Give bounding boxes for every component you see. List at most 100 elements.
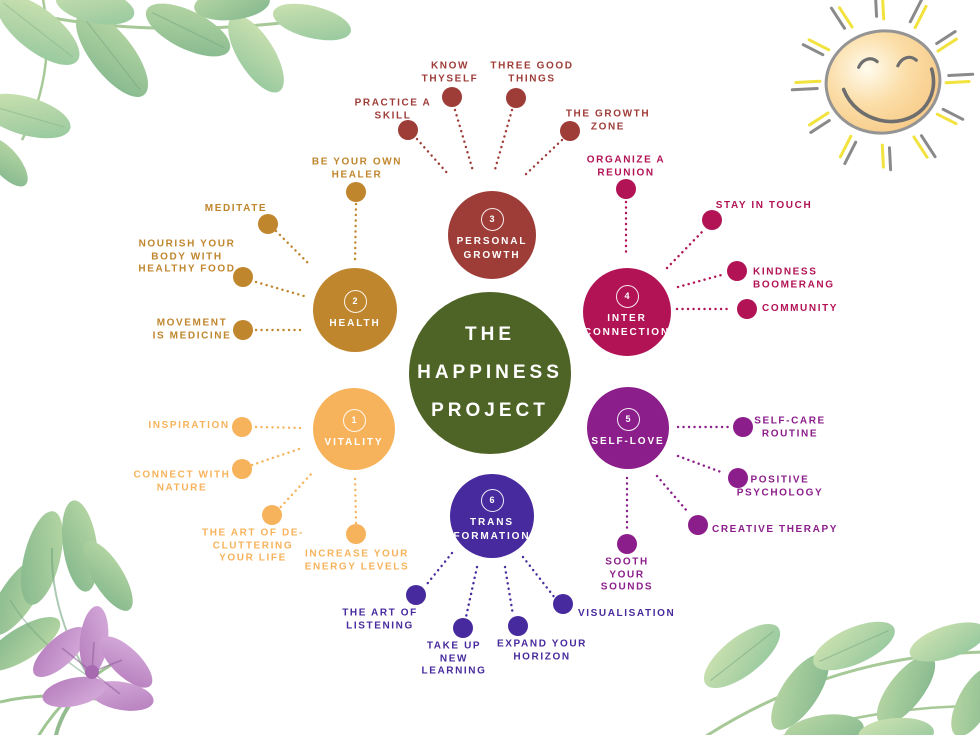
subtopic-label-the-growth-zone: THE GROWTH ZONE xyxy=(565,108,651,133)
sun-icon xyxy=(790,0,975,172)
watercolor-leaves-top-left-decoration xyxy=(0,0,352,187)
subtopic-dot-sooth-your-sounds xyxy=(617,534,637,554)
subtopic-dot-be-your-own-healer xyxy=(346,182,366,202)
sun-rays xyxy=(790,0,975,172)
connector-line xyxy=(353,202,358,265)
connector-line xyxy=(521,555,557,600)
connector-line xyxy=(676,454,723,474)
branch-circle-transformation: 6 TRANS FORMATION xyxy=(450,474,534,558)
subtopic-dot-know-thyself xyxy=(442,87,462,107)
subtopic-label-nourish-your-body: NOURISH YOUR BODY WITH HEALTHY FOOD xyxy=(138,238,236,275)
subtopic-label-stay-in-touch: STAY IN TOUCH xyxy=(715,199,813,211)
branch-number-badge: 4 xyxy=(615,284,639,308)
branch-circle-self-love: 5 SELF-LOVE xyxy=(587,387,669,469)
branch-number-badge: 3 xyxy=(480,207,504,231)
subtopic-label-organize-a-reunion: ORGANIZE A REUNION xyxy=(586,154,666,179)
subtopic-dot-visualisation xyxy=(553,594,573,614)
subtopic-dot-inspiration xyxy=(232,417,252,437)
connector-line xyxy=(254,425,306,430)
subtopic-label-know-thyself: KNOW THYSELF xyxy=(421,60,479,85)
subtopic-dot-self-care-routine xyxy=(733,417,753,437)
subtopic-dot-nourish-your-body xyxy=(233,267,253,287)
branch-label-self-love: SELF-LOVE xyxy=(591,435,665,447)
connector-line xyxy=(250,446,304,467)
subtopic-label-energy-levels: INCREASE YOUR ENERGY LEVELS xyxy=(304,548,410,573)
subtopic-label-kindness-boomerang: KINDNESS BOOMERANG xyxy=(753,266,835,291)
connector-line xyxy=(275,471,314,513)
subtopic-dot-community xyxy=(737,299,757,319)
subtopic-dot-organize-a-reunion xyxy=(616,179,636,199)
branch-circle-personal-growth: 3 PERSONAL GROWTH xyxy=(448,191,536,279)
subtopic-label-connect-with-nature: CONNECT WITH NATURE xyxy=(133,469,231,494)
branch-number-badge: 2 xyxy=(343,289,367,313)
connector-line xyxy=(464,565,479,619)
subtopic-dot-take-up-new-learning xyxy=(453,618,473,638)
branch-label-interconnection: INTER CONNECTION xyxy=(583,312,671,338)
branch-label-health: HEALTH xyxy=(329,317,381,329)
connector-line xyxy=(665,230,704,270)
subtopic-dot-connect-with-nature xyxy=(232,459,252,479)
subtopic-label-expand-your-horizon: EXPAND YOUR HORIZON xyxy=(496,638,588,663)
subtopic-dot-positive-psychology xyxy=(728,468,748,488)
connector-lines-transformation xyxy=(425,551,557,619)
sun-smile xyxy=(841,67,936,124)
connector-line xyxy=(655,474,689,513)
connector-lines-personal-growth xyxy=(415,108,564,178)
subtopic-dot-decluttering xyxy=(262,505,282,525)
subtopic-dot-the-growth-zone xyxy=(560,121,580,141)
subtopic-dot-energy-levels xyxy=(346,524,366,544)
subtopic-label-community: COMMUNITY xyxy=(762,302,839,314)
branch-circle-interconnection: 4 INTER CONNECTION xyxy=(583,268,671,356)
subtopic-label-positive-psychology: POSITIVE PSYCHOLOGY xyxy=(736,474,824,499)
subtopic-label-meditate: MEDITATE xyxy=(204,202,268,214)
connector-line xyxy=(274,229,312,267)
subtopic-dot-meditate xyxy=(258,214,278,234)
branch-label-vitality: VITALITY xyxy=(324,436,384,448)
subtopic-label-self-care-routine: SELF-CARE ROUTINE xyxy=(754,415,826,440)
branch-circle-vitality: 1 VITALITY xyxy=(313,388,395,470)
subtopic-label-be-your-own-healer: BE YOUR OWN HEALER xyxy=(311,156,403,181)
connector-line xyxy=(425,551,454,586)
subtopic-dot-three-good-things xyxy=(506,88,526,108)
watercolor-leaves-bottom-right-decoration xyxy=(703,621,980,735)
connector-line xyxy=(676,272,727,289)
subtopic-dot-expand-your-horizon xyxy=(508,616,528,636)
connector-lines-health xyxy=(254,202,358,332)
connector-lines-self-love xyxy=(625,425,730,531)
subtopic-label-three-good-things: THREE GOOD THINGS xyxy=(490,60,574,85)
connector-line xyxy=(522,138,564,178)
branch-number-badge: 5 xyxy=(616,407,640,431)
sun-left-eye xyxy=(857,57,879,69)
subtopic-dot-the-art-of-listening xyxy=(406,585,426,605)
branch-circle-health: 2 HEALTH xyxy=(313,268,397,352)
branch-label-personal-growth: PERSONAL GROWTH xyxy=(456,235,528,261)
connector-line xyxy=(353,473,358,525)
branch-label-transformation: TRANS FORMATION xyxy=(453,516,531,542)
subtopic-label-practice-a-skill: PRACTICE A SKILL xyxy=(354,97,432,122)
connector-lines-interconnection xyxy=(624,200,734,311)
subtopic-dot-creative-therapy xyxy=(688,515,708,535)
subtopic-label-movement-is-medicine: MOVEMENT IS MEDICINE xyxy=(152,317,232,342)
subtopic-label-creative-therapy: CREATIVE THERAPY xyxy=(712,523,838,535)
connector-line xyxy=(503,565,515,617)
connector-line xyxy=(254,280,306,298)
subtopic-dot-stay-in-touch xyxy=(702,210,722,230)
subtopic-dot-movement-is-medicine xyxy=(233,320,253,340)
subtopic-label-sooth-your-sounds: SOOTH YOUR SOUNDS xyxy=(600,556,654,593)
sun-right-eye xyxy=(896,55,918,68)
branch-number-badge: 6 xyxy=(480,488,504,512)
central-topic-circle: THE HAPPINESS PROJECT xyxy=(409,292,571,454)
central-topic-title: THE HAPPINESS PROJECT xyxy=(417,324,563,421)
connector-lines-vitality xyxy=(250,425,358,525)
subtopic-label-inspiration: INSPIRATION xyxy=(148,419,230,431)
branch-number-badge: 1 xyxy=(342,408,366,432)
connector-line xyxy=(415,137,450,176)
monstera-leaf-and-flower-decoration xyxy=(0,500,154,735)
subtopic-label-the-art-of-listening: THE ART OF LISTENING xyxy=(342,607,418,632)
subtopic-dot-kindness-boomerang xyxy=(727,261,747,281)
subtopic-label-take-up-new-learning: TAKE UP NEW LEARNING xyxy=(421,640,487,677)
subtopic-dot-practice-a-skill xyxy=(398,120,418,140)
